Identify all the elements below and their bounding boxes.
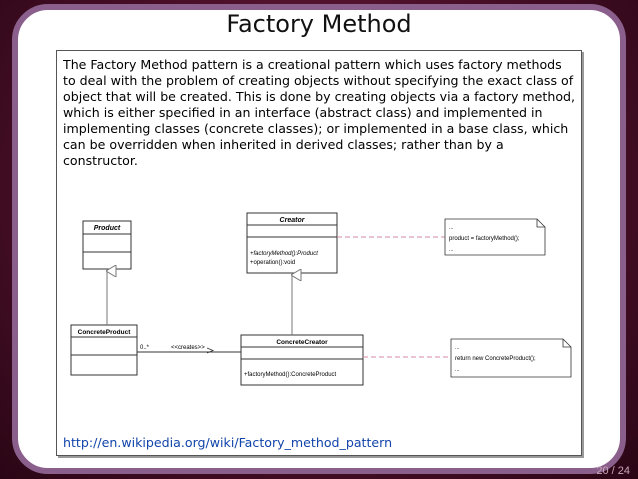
note-concrete-creator: ... return new ConcreteProduct(); ... <box>450 338 572 378</box>
slide-title: Factory Method <box>226 10 412 38</box>
note-creator-line-1: ... <box>449 225 454 231</box>
concrete-creator-class-name: ConcreteCreator <box>276 339 328 346</box>
note-creator-line-3: ... <box>449 247 454 253</box>
association-multiplicity: 0..* <box>140 345 150 351</box>
wikipedia-link[interactable]: http://en.wikipedia.org/wiki/Factory_met… <box>63 435 393 450</box>
creator-method-factory: +factoryMethod():Product <box>250 251 318 257</box>
concrete-creator-method: +factoryMethod():ConcreteProduct <box>244 372 337 378</box>
product-class-name: Product <box>94 225 121 232</box>
concrete-product-class: ConcreteProduct <box>70 324 138 376</box>
page-number: 20 / 24 <box>596 465 630 477</box>
uml-class-diagram: Product Creator +factoryMethod():Product… <box>70 212 572 386</box>
product-class: Product <box>82 220 132 270</box>
note-creator: ... product = factoryMethod(); ... <box>444 218 546 256</box>
concrete-product-class-name: ConcreteProduct <box>78 329 132 336</box>
note-creator-line-2: product = factoryMethod(); <box>449 236 520 242</box>
creator-class-name: Creator <box>280 217 306 224</box>
concrete-creator-class: ConcreteCreator +factoryMethod():Concret… <box>240 334 364 386</box>
association-label: <<creates>> <box>171 345 205 351</box>
note-concrete-line-1: ... <box>455 345 460 351</box>
content-panel: The Factory Method pattern is a creation… <box>56 50 582 456</box>
note-concrete-line-3: ... <box>455 367 460 373</box>
creator-class: Creator +factoryMethod():Product +operat… <box>246 212 338 274</box>
association-direction-icon <box>206 347 215 354</box>
description-text: The Factory Method pattern is a creation… <box>63 57 576 168</box>
note-concrete-line-2: return new ConcreteProduct(); <box>455 356 536 362</box>
creator-method-operation: +operation():void <box>250 260 295 266</box>
